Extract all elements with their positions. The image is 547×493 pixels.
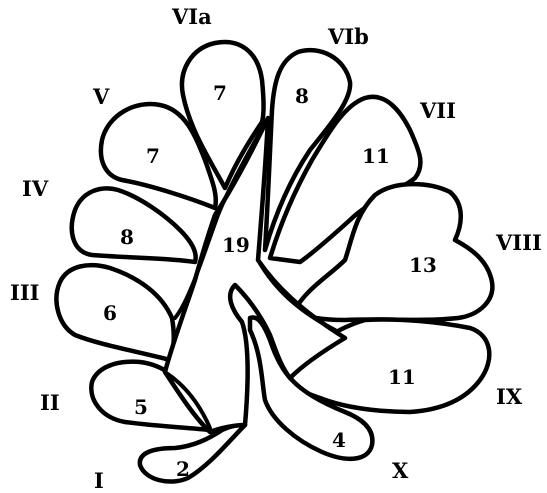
lobe-count-ix: 11 [388, 365, 416, 389]
lobe-count-ii: 5 [134, 395, 148, 419]
lobe-label-x: X [392, 458, 409, 483]
lobe-count-i: 2 [176, 457, 190, 481]
lobe-label-ii: II [40, 390, 60, 415]
lobe-label-vib: VIb [327, 24, 369, 49]
lobe-count-iii: 6 [103, 301, 117, 325]
lobe-count-via: 7 [213, 81, 227, 105]
lobe-label-v: V [92, 84, 110, 109]
lobe-count-v: 7 [146, 144, 160, 168]
lobe-label-iii: III [10, 280, 39, 305]
lobe-label-i: I [94, 468, 104, 493]
lobe-label-vii: VII [419, 98, 456, 123]
lobe-label-via: VIa [171, 4, 212, 29]
lobe-label-viii: VIII [495, 230, 542, 255]
lobe-count-vii: 11 [362, 144, 390, 168]
lobe-i-shape [140, 425, 245, 482]
lobe-count-vib: 8 [295, 84, 309, 108]
lobe-count-center: 19 [222, 233, 250, 257]
lobe-label-ix: IX [496, 384, 523, 409]
lobe-count-viii: 13 [409, 253, 437, 277]
lobe-count-x: 4 [332, 428, 346, 452]
lobe-count-iv: 8 [120, 225, 134, 249]
lobe-label-iv: IV [22, 176, 49, 201]
